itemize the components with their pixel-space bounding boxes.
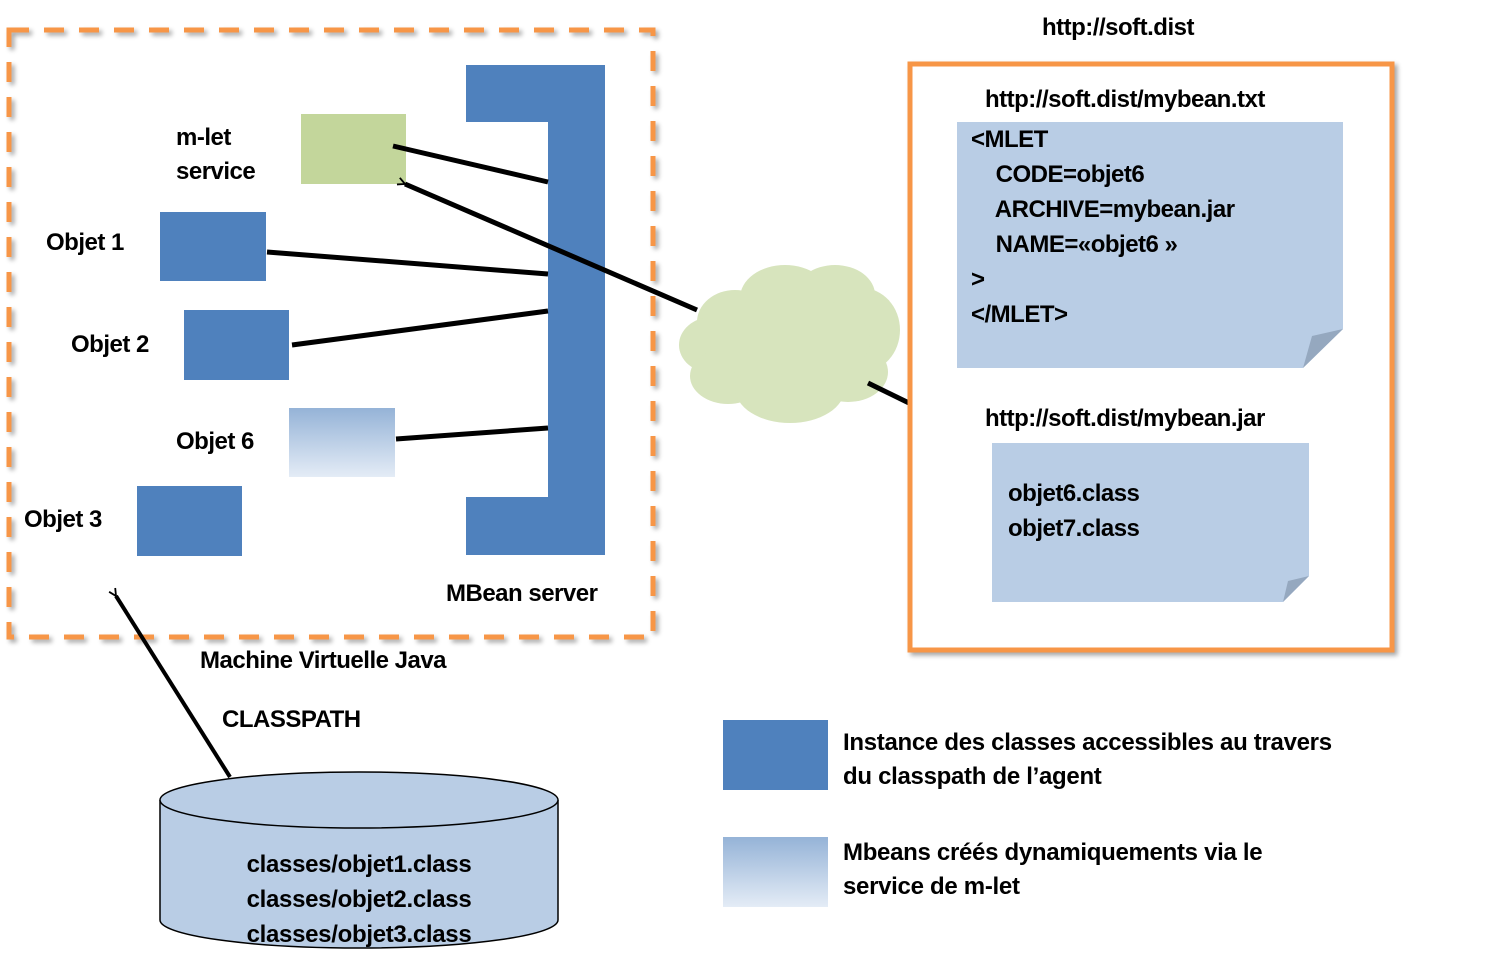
mbean-server-label: MBean server [446, 580, 598, 607]
mlet-text-note [957, 122, 1343, 368]
mlet-line-2: CODE=objet6 [971, 161, 1145, 188]
connector-objet2 [291, 308, 549, 348]
connector-objet1 [266, 249, 549, 277]
jar-note [992, 443, 1309, 602]
classpath-file-3: classes/objet3.class [246, 921, 472, 948]
mlet-line-4: NAME=«objet6 » [971, 231, 1178, 258]
legend-text-dynamic: Mbeans créés dynamiquements via le servi… [843, 839, 1263, 900]
connector-objet6 [395, 425, 549, 442]
connector-mlet [392, 143, 549, 185]
jar-url[interactable]: http://soft.dist/mybean.jar [985, 405, 1265, 432]
object-label-3: Objet 3 [24, 506, 102, 533]
object-box-1[interactable] [160, 212, 266, 281]
jar-entry-1: objet6.class [1008, 480, 1140, 507]
download-arrow [405, 184, 698, 313]
mbean-server-bus [466, 65, 605, 555]
server-host-label: http://soft.dist [1042, 14, 1194, 41]
legend-text-instance: Instance des classes accessibles au trav… [843, 729, 1332, 790]
object-box-3[interactable] [137, 486, 242, 556]
classpath-label: CLASSPATH [222, 706, 361, 733]
cloud-to-server-line [866, 380, 913, 407]
mlet-line-5: > [971, 266, 985, 293]
jar-entry-2: objet7.class [1008, 515, 1140, 542]
classpath-file-2: classes/objet2.class [246, 886, 472, 913]
classpath-file-1: classes/objet1.class [246, 851, 472, 878]
jvm-boundary [6, 27, 656, 640]
mlet-service-box[interactable] [301, 114, 406, 184]
object-box-2[interactable] [184, 310, 289, 380]
mlet-line-1: <MLET [971, 126, 1048, 153]
mlet-service-label-line2: service [176, 158, 256, 185]
mlet-line-3: ARCHIVE=mybean.jar [971, 196, 1235, 223]
object-label-6: Objet 6 [176, 428, 254, 455]
object-label-1: Objet 1 [46, 229, 124, 256]
legend-swatch-instance [723, 720, 828, 790]
object-box-6[interactable] [289, 408, 395, 477]
mlet-service-label-line1: m-let [176, 124, 231, 151]
classpath-arrow [116, 596, 232, 779]
note-fold [1303, 329, 1343, 368]
mlet-txt-url[interactable]: http://soft.dist/mybean.txt [985, 86, 1265, 113]
jvm-label: Machine Virtuelle Java [200, 647, 447, 674]
network-cloud [679, 265, 900, 423]
legend-swatch-dynamic [723, 837, 828, 907]
jar-note-fold [1283, 576, 1309, 602]
object-label-2: Objet 2 [71, 331, 149, 358]
mlet-line-6: </MLET> [971, 301, 1068, 328]
classpath-database [159, 771, 559, 949]
